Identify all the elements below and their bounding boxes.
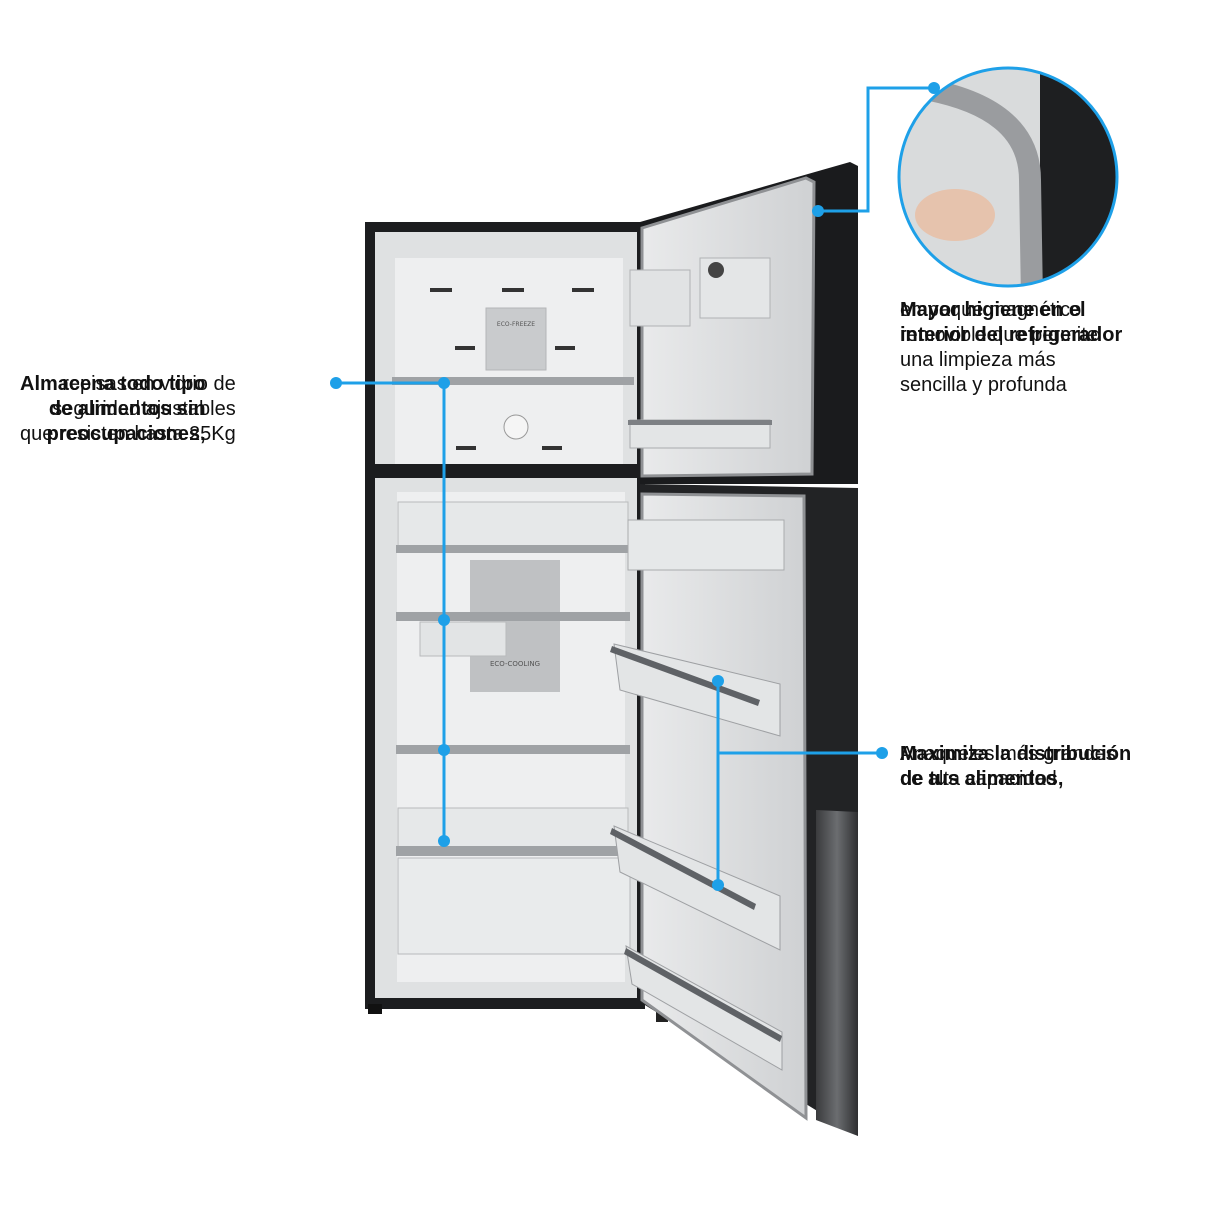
crisper-cover [397, 807, 629, 853]
vent-slot [455, 346, 475, 350]
bin-rim [628, 420, 772, 425]
callout-dot [812, 205, 824, 217]
zoom-gasket [927, 79, 1043, 286]
door-shelf-rim [624, 948, 782, 1042]
ice-box [629, 269, 691, 327]
gasket-callout-title: Mayor higiene en el interior del refrige… [900, 299, 1123, 346]
door-bins-callout-title: Maximiza la distribución de tus alimento… [900, 743, 1132, 790]
vent-slot [430, 288, 452, 292]
dispenser-knob [708, 262, 724, 278]
callout-dot [712, 675, 724, 687]
eco-cooling-label: ECO-COOLING [490, 660, 540, 668]
eco-freeze-panel [485, 307, 547, 371]
callout-dots [330, 82, 940, 891]
callout-dot [438, 614, 450, 626]
sliding-drawer [419, 621, 507, 657]
fresh-food-door [610, 484, 858, 1136]
shelves-callout-text: repisas en vidrio de seguridad ajustable… [20, 373, 236, 445]
vent-slot [456, 446, 476, 450]
eco-freeze-label: ECO-FREEZE [497, 321, 535, 328]
callout-dot [876, 747, 888, 759]
freezer-glass-shelf [392, 377, 634, 385]
callout-connectors [336, 86, 934, 885]
fresh-food-interior: ECO-COOLING [396, 501, 631, 955]
vegetable-crisper [397, 857, 631, 955]
crisper-shelf [396, 846, 630, 856]
door-shelf-rim [610, 646, 760, 706]
steel-side-panel [816, 810, 858, 1136]
door-bins-callout-text: Anaqueles más grandes de alta capacidad [900, 743, 1116, 790]
cabinet-foot [368, 1004, 382, 1014]
callout-dot [928, 82, 940, 94]
fresh-food-door-liner [640, 492, 808, 1121]
gasket-callout-text: empaque magnético removible que permite … [900, 299, 1098, 396]
callout-dot [438, 744, 450, 756]
shelves-callout-title: Almacena todo tipo de alimentos sin preo… [20, 373, 206, 445]
vent-slot [542, 446, 562, 450]
glass-shelf [396, 545, 630, 553]
zoom-ring [897, 66, 1119, 288]
callout-dot [438, 835, 450, 847]
gasket-zoom [897, 66, 1119, 288]
callout-dot [330, 377, 342, 389]
freezer-door [628, 162, 858, 484]
gasket-connector [818, 86, 934, 213]
glass-shelf [396, 745, 630, 754]
vent-slot [502, 288, 524, 292]
glass-shelf [396, 612, 630, 621]
vent-slot [555, 346, 575, 350]
door-bin-top [627, 519, 785, 571]
freezer-interior: ECO-FREEZE [392, 288, 634, 450]
callout-dot [438, 377, 450, 389]
thermostat-dial [503, 414, 529, 440]
vent-slot [572, 288, 594, 292]
zoom-hand [915, 189, 995, 241]
upper-crisper-bin [397, 501, 629, 553]
callout-dot [712, 879, 724, 891]
